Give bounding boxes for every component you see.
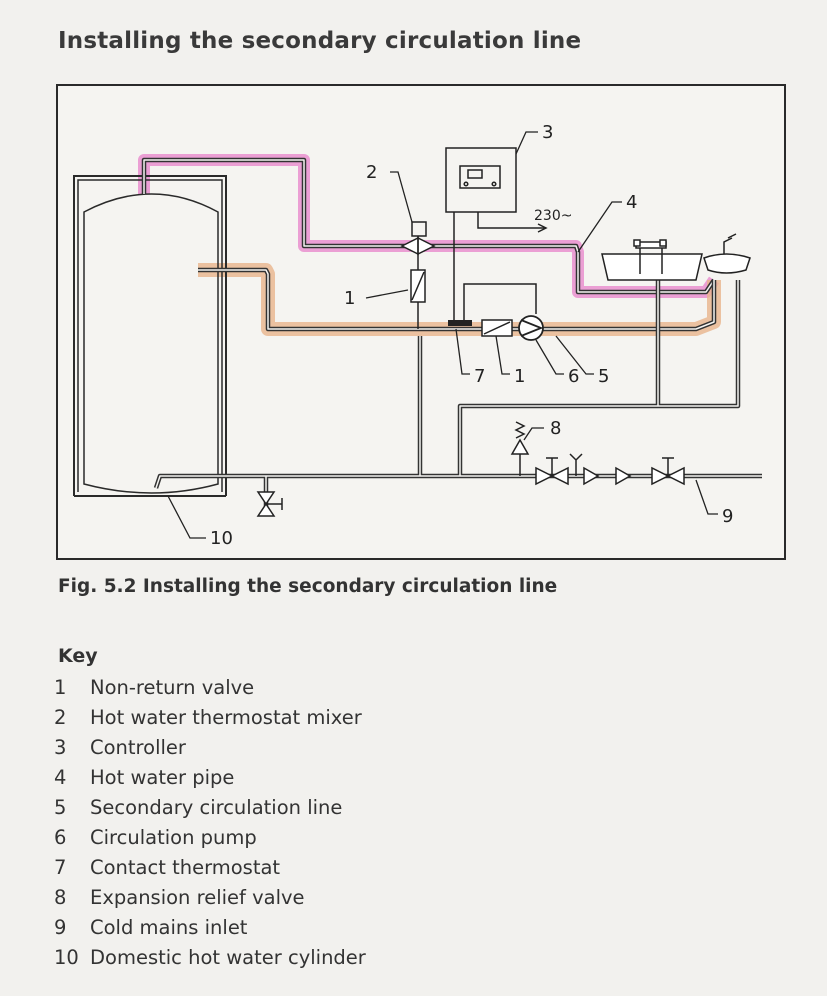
key-item-label: Controller <box>90 736 186 759</box>
key-item-number: 1 <box>54 676 67 699</box>
key-item: 5 Secondary circulation line <box>54 793 366 823</box>
key-item-label: Circulation pump <box>90 826 257 849</box>
thermostat-mixer <box>400 221 436 270</box>
key-item-number: 3 <box>54 736 67 759</box>
key-item-label: Non-return valve <box>90 676 255 699</box>
callout-leaders <box>167 131 718 539</box>
page-title: Installing the secondary circulation lin… <box>58 28 582 54</box>
controller <box>445 147 548 320</box>
key-item-label: Hot water thermostat mixer <box>90 706 362 729</box>
key-item: 2 Hot water thermostat mixer <box>54 703 366 733</box>
stop-valve-1 <box>535 457 569 486</box>
key-item-number: 8 <box>54 886 67 909</box>
key-item-label: Hot water pipe <box>90 766 235 789</box>
key-item-label: Contact thermostat <box>90 856 281 879</box>
non-return-valve-horizontal <box>481 319 513 337</box>
key-item: 4 Hot water pipe <box>54 763 366 793</box>
key-item: 8 Expansion relief valve <box>54 883 366 913</box>
key-item-number: 5 <box>54 796 67 819</box>
callout-8: 8 <box>550 418 561 439</box>
key-title: Key <box>58 645 98 667</box>
key-item-number: 6 <box>54 826 67 849</box>
drain-valve <box>256 491 283 517</box>
circulation-pump <box>518 315 544 341</box>
key-item: 10 Domestic hot water cylinder <box>54 943 366 973</box>
key-item: 7 Contact thermostat <box>54 853 366 883</box>
key-item: 1 Non-return valve <box>54 673 366 703</box>
hot-water-cylinder <box>73 175 227 497</box>
stop-valve-2 <box>651 457 685 486</box>
key-list: 1 Non-return valve 2 Hot water thermostat … <box>54 673 366 973</box>
test-point <box>569 453 583 476</box>
callout-5: 5 <box>598 366 609 387</box>
key-item-number: 7 <box>54 856 67 879</box>
supply-label: 230~ <box>534 208 572 224</box>
callout-9: 9 <box>722 506 733 527</box>
key-item-number: 9 <box>54 916 67 939</box>
expansion-relief-valve <box>510 421 530 476</box>
callout-3: 3 <box>542 122 553 143</box>
figure-caption: Fig. 5.2 Installing the secondary circul… <box>58 576 558 597</box>
key-item-label: Domestic hot water cylinder <box>90 946 366 969</box>
key-item: 3 Controller <box>54 733 366 763</box>
callout-10: 10 <box>210 528 233 549</box>
key-item-number: 2 <box>54 706 67 729</box>
key-item-number: 4 <box>54 766 67 789</box>
check-valves <box>583 466 632 486</box>
callout-4: 4 <box>626 192 637 213</box>
washbasin-fixture <box>703 233 751 274</box>
callout-1-lower: 1 <box>514 366 525 387</box>
key-item-number: 10 <box>54 946 79 969</box>
contact-thermostat <box>448 320 472 326</box>
key-item: 6 Circulation pump <box>54 823 366 853</box>
callout-6: 6 <box>568 366 579 387</box>
callout-2: 2 <box>366 162 377 183</box>
key-item-label: Secondary circulation line <box>90 796 343 819</box>
key-item-label: Cold mains inlet <box>90 916 248 939</box>
non-return-valve-vertical <box>410 269 426 329</box>
callout-1-upper: 1 <box>344 288 355 309</box>
key-item-label: Expansion relief valve <box>90 886 305 909</box>
bath-fixture <box>601 239 703 281</box>
callout-7: 7 <box>474 366 485 387</box>
circulation-diagram: 1 2 3 4 7 1 6 5 8 9 10 230~ <box>56 84 786 560</box>
key-item: 9 Cold mains inlet <box>54 913 366 943</box>
